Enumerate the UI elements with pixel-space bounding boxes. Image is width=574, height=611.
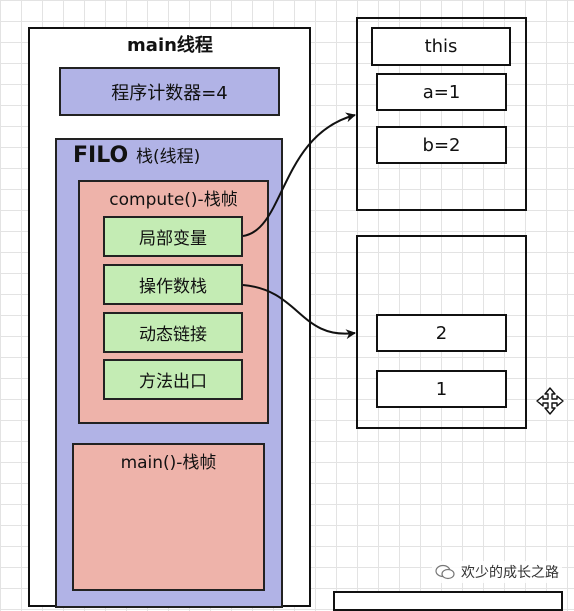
local-var-a-label: a=1 — [422, 81, 461, 103]
connector-arrows — [242, 112, 356, 340]
local-var-a: a=1 — [376, 73, 507, 111]
local-var-b-label: b=2 — [422, 134, 461, 156]
method-exit-slot: 方法出口 — [103, 359, 243, 400]
operand-stack-table — [356, 235, 527, 429]
local-var-b: b=2 — [376, 126, 507, 164]
arrow-operand-to-table — [242, 284, 356, 340]
operand-stack-label: 操作数栈 — [139, 277, 207, 297]
local-variables-label: 局部变量 — [139, 229, 207, 249]
operand-value-1: 1 — [376, 370, 507, 408]
local-var-this: this — [371, 27, 511, 66]
dynamic-link-label: 动态链接 — [139, 325, 207, 345]
compute-frame-title: compute()-栈帧 — [109, 190, 238, 210]
move-cursor-icon — [536, 387, 564, 415]
method-exit-label: 方法出口 — [139, 372, 207, 392]
arrow-locals-to-table — [242, 112, 356, 237]
local-variables-table — [356, 17, 527, 211]
wechat-icon — [435, 564, 455, 580]
main-frame-box — [72, 443, 265, 591]
filo-label: FILO — [73, 143, 129, 168]
watermark-text: 欢少的成长之路 — [461, 565, 559, 581]
stack-label: 栈(线程) — [136, 147, 201, 167]
operand-stack-slot: 操作数栈 — [103, 264, 243, 305]
local-var-this-label: this — [424, 36, 458, 57]
main-frame-title: main()-栈帧 — [120, 453, 217, 473]
main-thread-title: main线程 — [127, 35, 213, 56]
local-variables-slot: 局部变量 — [103, 216, 243, 257]
operand-value-2: 2 — [376, 314, 507, 352]
program-counter-label: 程序计数器=4 — [111, 82, 228, 104]
operand-value-1-label: 1 — [435, 378, 448, 400]
watermark: 欢少的成长之路 — [432, 561, 562, 583]
operand-value-2-label: 2 — [435, 322, 448, 344]
program-counter-box: 程序计数器=4 — [59, 67, 280, 116]
dynamic-link-slot: 动态链接 — [103, 312, 243, 353]
